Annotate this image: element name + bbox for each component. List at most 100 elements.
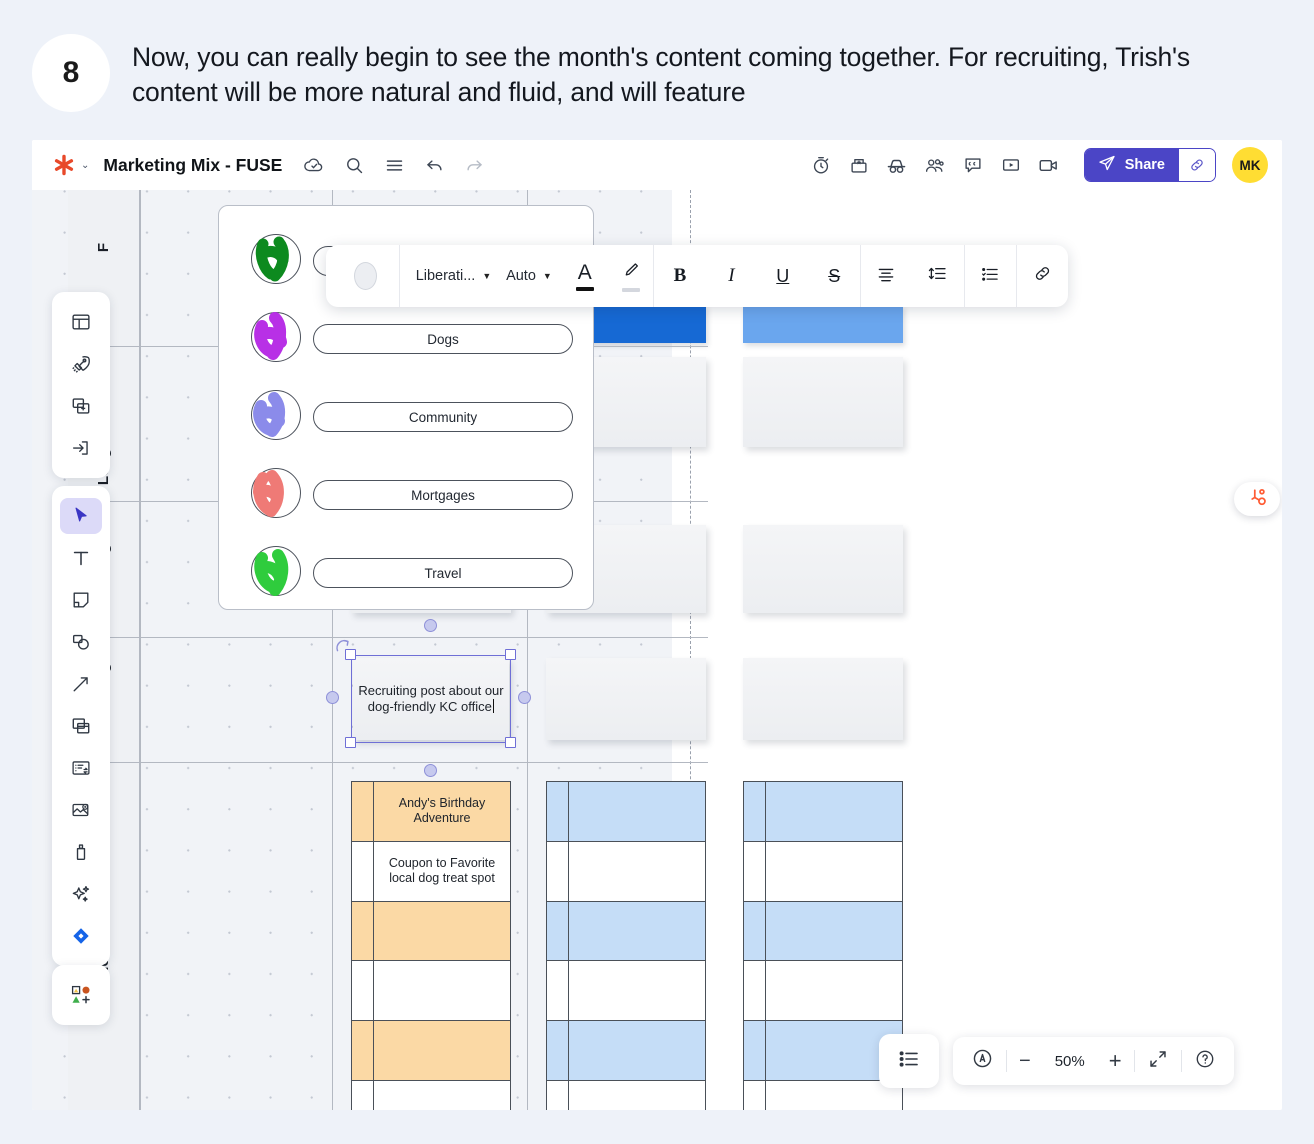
table-row[interactable] [352,961,510,1022]
table-cell-text[interactable] [569,1021,705,1080]
font-size-select[interactable]: Auto ▼ [496,245,562,307]
navigate-anchor-button[interactable] [959,1037,1006,1085]
selection-handle-br[interactable] [505,737,516,748]
redo-icon[interactable] [458,149,490,181]
color-band-lightblue[interactable] [743,305,903,343]
table-cell-text[interactable] [569,902,705,961]
persona-row-community[interactable]: Community [219,378,595,456]
share-button[interactable]: Share [1084,149,1179,181]
undo-icon[interactable] [418,149,450,181]
fit-to-screen-button[interactable] [1135,1037,1181,1085]
font-family-select[interactable]: Liberati... ▼ [400,245,496,307]
table-cell-text[interactable]: Coupon to Favorite local dog treat spot [388,855,496,886]
chevron-down-icon[interactable]: ⌄ [81,159,90,171]
bullet-list-button[interactable] [964,245,1015,307]
table-row[interactable] [744,1081,902,1110]
table-row[interactable] [352,1081,510,1110]
cloud-saved-icon[interactable] [298,149,330,181]
templates-icon[interactable] [60,304,102,340]
align-button[interactable] [861,245,912,307]
table-cell-text[interactable] [569,782,705,841]
flowchart-icon[interactable] [60,750,102,786]
selection-handle-right[interactable] [518,691,531,704]
table-row[interactable]: Andy's Birthday Adventure [352,782,510,842]
table-cell-text[interactable] [569,842,705,901]
copy-link-button[interactable] [1179,149,1215,181]
table-row[interactable] [547,901,705,962]
outline-list-button[interactable] [879,1034,939,1088]
table-row[interactable] [547,1081,705,1110]
vote-box-icon[interactable] [842,148,876,182]
table-cell-text[interactable] [374,961,510,1020]
selection-handle-bottom[interactable] [424,764,437,777]
table-cell-text[interactable] [374,1081,510,1110]
search-icon[interactable] [338,149,370,181]
anonymous-mode-icon[interactable] [880,148,914,182]
table-row[interactable] [744,901,902,962]
duplicate-board-icon[interactable] [60,388,102,424]
asterisk-logo-icon[interactable] [52,153,76,177]
video-call-icon[interactable] [1032,148,1066,182]
stickers-library-icon[interactable] [60,977,102,1013]
fill-color-swatch[interactable] [354,262,377,290]
table-cell-text[interactable] [374,1021,510,1080]
insert-link-button[interactable] [1017,245,1068,307]
table-row[interactable] [744,782,902,842]
sticky-note-empty[interactable] [743,658,903,740]
selection-bounding-box[interactable] [351,655,511,743]
table-row[interactable] [547,1021,705,1082]
frame-icon[interactable] [60,708,102,744]
table-row[interactable] [547,961,705,1022]
table-row[interactable] [744,841,902,902]
avatar[interactable]: MK [1232,147,1268,183]
hubspot-integration-chip[interactable] [1234,482,1280,516]
marker-pen-icon[interactable] [60,834,102,870]
zoom-level[interactable]: 50% [1054,1052,1085,1070]
import-icon[interactable] [60,430,102,466]
help-button[interactable] [1182,1037,1228,1085]
zoom-out-button[interactable]: − [1007,1037,1043,1085]
newsletter-table-1[interactable]: Andy's Birthday Adventure Coupon to Favo… [351,781,511,1110]
text-color-button[interactable]: A [562,245,608,307]
collaborators-icon[interactable] [918,148,952,182]
table-cell-text[interactable] [766,961,902,1020]
present-icon[interactable] [994,148,1028,182]
text-tool-icon[interactable] [60,540,102,576]
highlighter-button[interactable] [608,245,654,307]
line-height-button[interactable] [912,245,963,307]
timer-icon[interactable] [804,148,838,182]
rocket-icon[interactable] [60,346,102,382]
document-title[interactable]: Marketing Mix - FUSE [103,154,283,175]
sticky-note-recruiting-selected[interactable]: Recruiting post about our dog-friendly K… [353,658,509,740]
selection-handle-bl[interactable] [345,737,356,748]
shapes-icon[interactable] [60,624,102,660]
table-cell-text[interactable] [766,842,902,901]
ai-sparkle-icon[interactable] [60,876,102,912]
table-row[interactable] [744,1021,902,1082]
persona-pill-dogs[interactable]: Dogs [313,324,573,354]
whiteboard-canvas[interactable]: F Birthday! Long Form Video Andy's Big B… [32,190,1282,1110]
newsletter-table-2[interactable] [546,781,706,1110]
newsletter-table-3[interactable] [743,781,903,1110]
sticky-note-empty[interactable] [743,525,903,613]
selection-handle-tl[interactable] [345,649,356,660]
image-upload-icon[interactable] [60,792,102,828]
zoom-in-button[interactable]: + [1097,1037,1134,1085]
table-row[interactable] [547,782,705,842]
table-row[interactable] [547,841,705,902]
bold-button[interactable]: B [654,245,705,307]
selection-handle-top[interactable] [424,619,437,632]
strikethrough-button[interactable]: S [809,245,860,307]
selection-handle-left[interactable] [326,691,339,704]
line-arrow-icon[interactable] [60,666,102,702]
underline-button[interactable]: U [757,245,808,307]
table-cell-text[interactable] [766,782,902,841]
table-cell-text[interactable] [766,902,902,961]
persona-pill-mortgages[interactable]: Mortgages [313,480,573,510]
italic-button[interactable]: I [706,245,757,307]
table-cell-text[interactable] [569,961,705,1020]
comment-icon[interactable] [956,148,990,182]
sticky-note-empty[interactable] [546,658,706,740]
table-row[interactable] [352,1021,510,1082]
table-cell-text[interactable] [374,902,510,961]
